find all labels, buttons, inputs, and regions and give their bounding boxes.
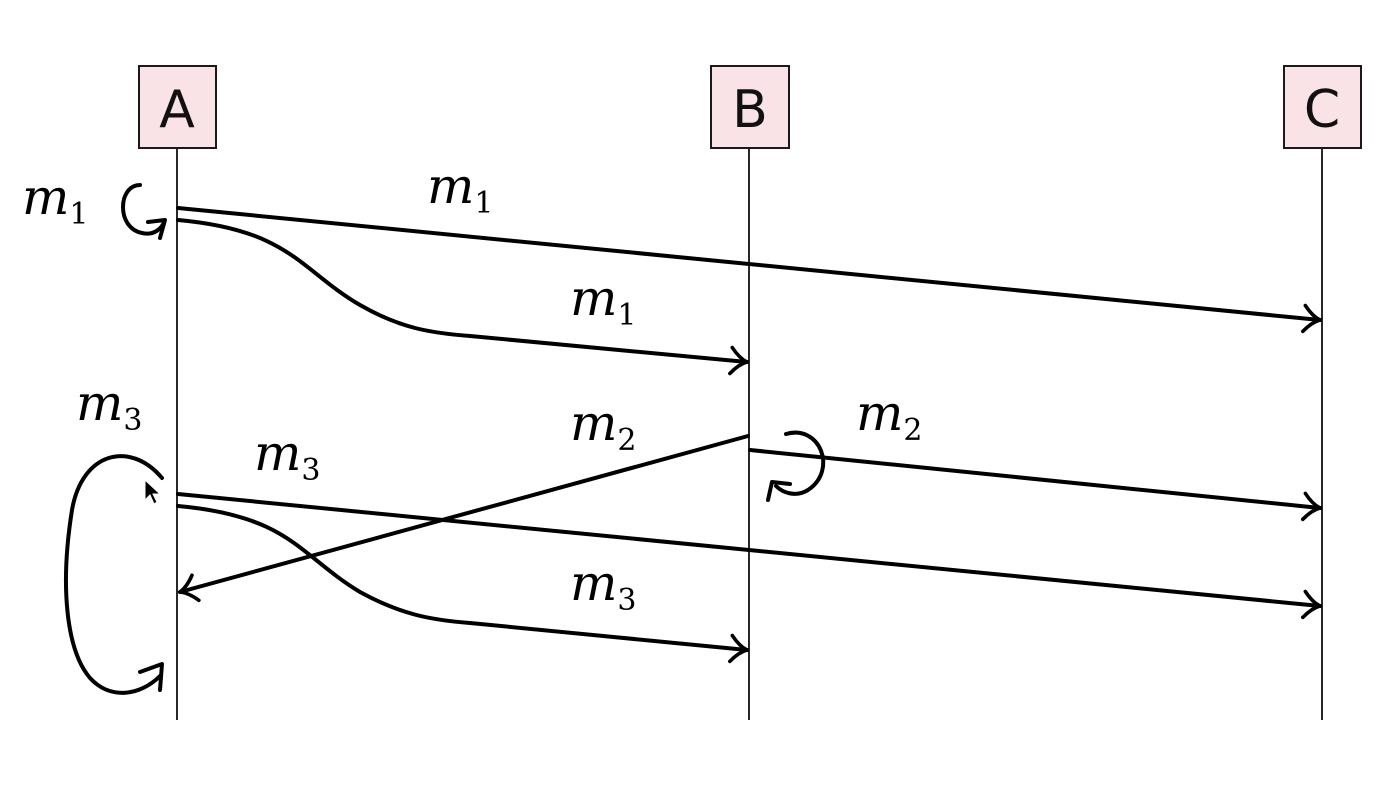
message-b-to-c-m2 (748, 448, 1320, 508)
message-b-self-m2: m2 (766, 384, 923, 502)
message-a-to-c-m1: m1 (176, 157, 1320, 320)
process-a: A (138, 65, 217, 149)
message-a-self-m1: m1 (22, 168, 167, 240)
process-c: C (1283, 65, 1362, 149)
message-b-to-a-m2: m2 (180, 394, 750, 592)
process-b: B (710, 65, 790, 149)
message-label: m2 (856, 384, 923, 448)
message-a-to-b-m3: m3 (176, 504, 747, 650)
message-label: m3 (76, 374, 143, 438)
message-label: m3 (570, 554, 637, 618)
process-b-label: B (732, 80, 768, 140)
process-a-label: A (159, 80, 195, 140)
message-label: m1 (427, 157, 494, 221)
message-label: m1 (570, 269, 637, 333)
message-a-self-m3: m3 (64, 374, 164, 695)
message-a-to-c-m3: m3 (176, 424, 1320, 606)
message-label: m2 (570, 394, 637, 458)
message-a-to-b-m1: m1 (176, 218, 747, 362)
process-c-label: C (1304, 80, 1340, 140)
message-label: m1 (22, 168, 89, 232)
mouse-cursor-icon (144, 478, 162, 505)
message-label: m3 (254, 424, 321, 488)
